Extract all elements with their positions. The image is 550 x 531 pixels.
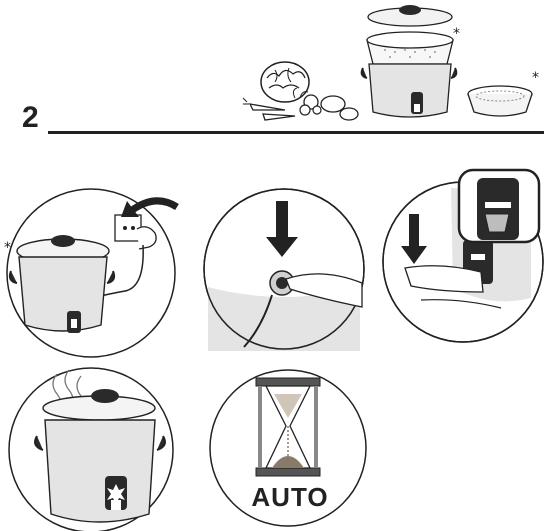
step-divider [48, 131, 544, 134]
vegetables-illustration [242, 61, 359, 121]
step-number: 2 [22, 101, 39, 134]
plug-in-panel [6, 188, 179, 358]
hourglass-icon [255, 377, 321, 477]
cooking-panel [8, 367, 174, 531]
switch-lever-panel [382, 168, 544, 343]
rice-cooker-with-steamer-icon [360, 5, 458, 118]
optional-marker-cooker: * [4, 240, 11, 256]
steamer-tray-icon [467, 85, 533, 117]
auto-label: AUTO [251, 482, 329, 512]
optional-marker: * [453, 26, 460, 42]
optional-marker-tray: * [532, 70, 539, 86]
press-button-panel [203, 188, 365, 351]
timer-panel [209, 369, 367, 527]
